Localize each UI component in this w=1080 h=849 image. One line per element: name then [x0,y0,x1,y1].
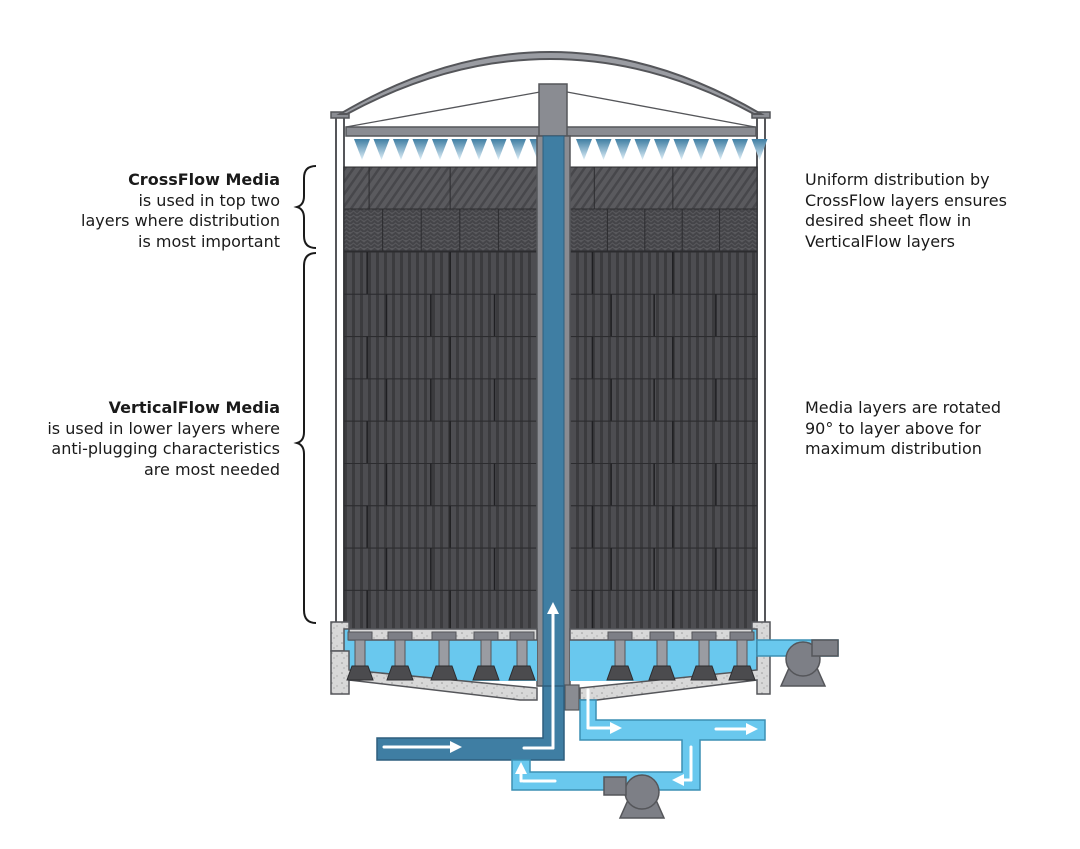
support-pier [516,639,528,667]
verticalflow-brace [293,252,317,624]
spray-nozzle [432,139,448,160]
uniform-line-1: Uniform distribution by [805,170,990,189]
spray-nozzles [354,139,768,160]
verticalflow-line-3: are most needed [143,459,280,479]
spray-nozzle [732,139,748,160]
verticalflow-block [343,378,538,422]
rotation-line-1: Media layers are rotated [805,398,1002,417]
pier-footing [346,665,374,681]
crossflow-block [569,166,758,210]
verticalflow-block [343,336,538,380]
support-pier [614,639,626,667]
verticalflow-block [343,505,538,549]
pier-cap [649,631,675,641]
crossflow-line-1: is used in top two [138,190,280,210]
rotation-line-2: 90° to layer above for [805,418,981,438]
pier-cap [729,631,755,641]
spray-nozzle [595,139,612,160]
support-pier [736,639,748,667]
pier-footing [648,665,676,681]
pump-icon [779,639,839,687]
crossflow-brace [293,165,317,249]
support-pier [394,639,406,667]
spray-nozzle [654,139,670,160]
pier-footing [728,665,756,681]
crossflow-block [569,208,758,252]
support-pier [480,639,492,667]
crossflow-callout: CrossFlow Media is used in top two layer… [81,170,280,252]
uniform-callout: Uniform distribution by CrossFlow layers… [805,170,1007,252]
spray-nozzle [576,139,592,160]
verticalflow-block [569,251,758,295]
uniform-line-4: VerticalFlow layers [805,231,955,251]
support-pier [698,639,710,667]
spray-nozzle [393,139,409,160]
uniform-line-3: desired sheet flow in [805,211,972,230]
spray-nozzle [354,139,370,160]
verticalflow-block [569,336,758,380]
verticalflow-callout: VerticalFlow Media is used in lower laye… [47,398,280,480]
verticalflow-block [569,378,758,422]
pier-footing [690,665,718,681]
verticalflow-title: VerticalFlow Media [108,398,280,417]
spray-nozzle [712,139,729,160]
support-piers [346,631,756,681]
spray-nozzle [693,139,709,160]
verticalflow-block [343,463,538,507]
pier-cap [347,631,373,641]
pier-cap [387,631,413,641]
verticalflow-line-1: is used in lower layers where [47,418,280,438]
crossflow-block [343,208,538,252]
spray-nozzle [673,139,690,160]
pier-cap [431,631,457,641]
dome-roof [336,51,765,115]
verticalflow-block [343,547,538,591]
crossflow-block [343,166,538,210]
pier-footing [472,665,500,681]
rotation-callout: Media layers are rotated 90° to layer ab… [805,398,1001,460]
crossflow-line-3: is most important [138,231,280,251]
verticalflow-block [569,547,758,591]
spray-nozzle [510,139,526,160]
spray-nozzle [490,139,507,160]
pier-cap [509,631,535,641]
spray-nozzle [751,139,768,160]
crossflow-line-2: layers where distribution [81,211,280,230]
spray-nozzle [634,139,651,160]
support-pier [354,639,366,667]
central-riser-cap [538,83,568,137]
support-pier [438,639,450,667]
pier-footing [508,665,536,681]
verticalflow-block [569,420,758,465]
verticalflow-block [569,463,758,507]
spray-nozzle [412,139,429,160]
pier-footing [430,665,458,681]
spray-nozzle [451,139,468,160]
pier-cap [691,631,717,641]
flow-arrow [382,602,758,786]
spray-nozzle [373,139,390,160]
uniform-line-2: CrossFlow layers ensures [805,190,1007,210]
support-pier [656,639,668,667]
verticalflow-block [343,293,538,338]
verticalflow-block [343,420,538,465]
verticalflow-block [343,589,538,634]
rotation-line-3: maximum distribution [805,439,982,458]
verticalflow-block [569,589,758,634]
pier-footing [606,665,634,681]
spray-nozzle [471,139,487,160]
pump-icon [603,774,666,819]
media-fill [343,166,758,634]
crossflow-title: CrossFlow Media [128,170,280,189]
verticalflow-block [343,251,538,295]
verticalflow-block [569,293,758,338]
spray-nozzle [615,139,631,160]
pier-cap [473,631,499,641]
verticalflow-line-2: anti-plugging characteristics [51,439,280,458]
pier-footing [386,665,414,681]
verticalflow-block [569,505,758,549]
pier-cap [607,631,633,641]
